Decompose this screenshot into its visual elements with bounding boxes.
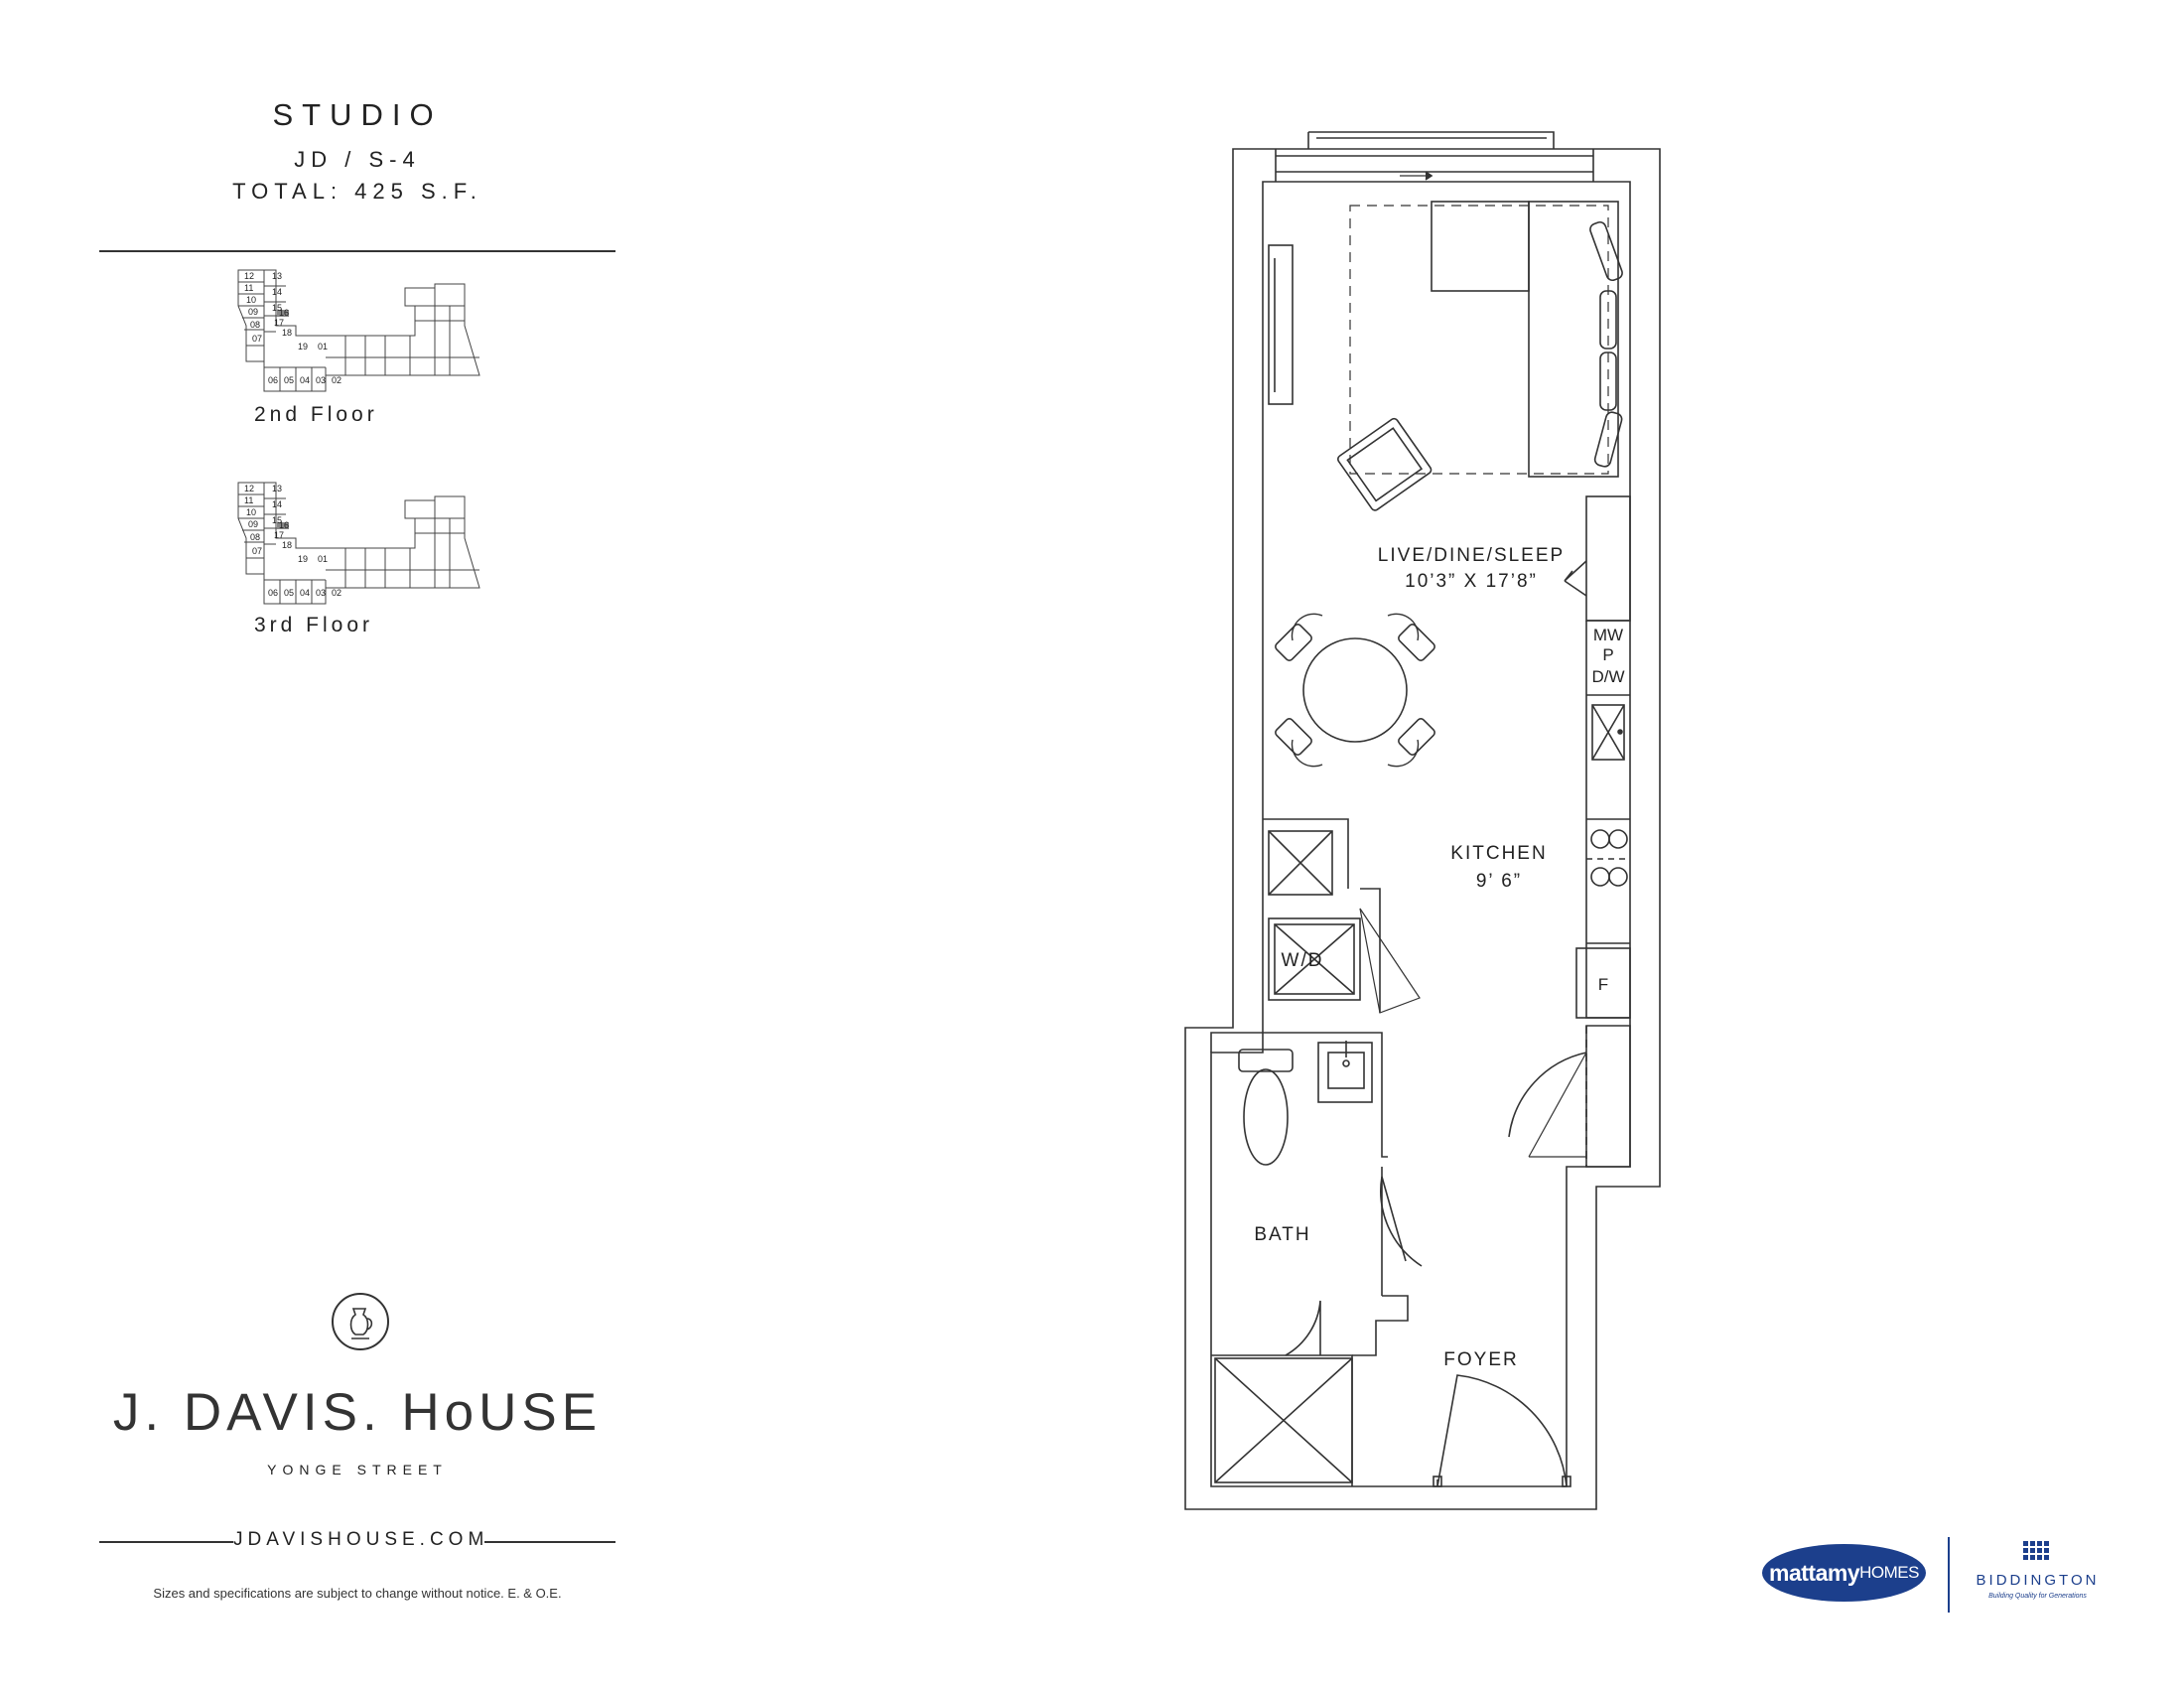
key-unit-label: 19 [298, 554, 308, 564]
key-unit-label: 07 [252, 334, 262, 344]
balcony-door [1307, 131, 1555, 149]
unit-type: STUDIO [272, 97, 443, 132]
cooktop [1590, 829, 1628, 887]
key-unit-label: 18 [282, 328, 292, 338]
mattamy-logo-text: mattamy [1769, 1559, 1860, 1586]
key-unit-label: 06 [268, 375, 278, 385]
room-label-kitchen: KITCHEN [1450, 843, 1547, 864]
room-dim-kitchen: 9’ 6” [1476, 871, 1522, 892]
key-unit-label: 05 [284, 375, 294, 385]
key-unit-label: 09 [248, 307, 258, 317]
toilet [1243, 1068, 1289, 1166]
key-unit-label: 05 [284, 588, 294, 598]
key-unit-label: 16 [279, 520, 289, 530]
key-unit-label: 09 [248, 519, 258, 529]
tv-unit [1268, 244, 1294, 405]
room-dim-live: 10’3” X 17’8” [1405, 571, 1538, 592]
key-unit-label: 04 [300, 588, 310, 598]
key-unit-label: 13 [272, 484, 282, 493]
key-unit-label: 11 [244, 283, 253, 293]
key-unit-label: 08 [250, 320, 260, 330]
key-unit-label: 16 [279, 308, 289, 318]
jug-emblem-icon [332, 1293, 389, 1350]
label-fridge: F [1598, 975, 1608, 994]
brand-tagline: YONGE STREET [267, 1462, 448, 1477]
entry-door [1436, 1374, 1568, 1487]
key-unit-label: 08 [250, 532, 260, 542]
room-label-live: LIVE/DINE/SLEEP [1378, 545, 1565, 566]
disclaimer-text: Sizes and specifications are subject to … [153, 1586, 562, 1601]
key-unit-label: 03 [316, 588, 326, 598]
key-unit-label: 01 [318, 554, 328, 564]
area-rug [1349, 205, 1609, 475]
key-unit-label: 07 [252, 546, 262, 556]
key-unit-label: 12 [244, 484, 254, 493]
footer-rule-right [484, 1541, 615, 1543]
key-unit-label: 10 [246, 507, 256, 517]
key-plan-2nd-floor: 12 13 11 14 10 15 09 16 08 17 07 18 19 0… [237, 269, 480, 392]
sofa [1528, 201, 1619, 478]
key-unit-label: 01 [318, 342, 328, 352]
key-unit-label: 15 [272, 303, 282, 313]
brand-name: J. DAVIS. HoUSE [112, 1383, 603, 1442]
label-mw: MW [1593, 626, 1623, 644]
shower [1214, 1357, 1353, 1483]
key-unit-label: 14 [272, 499, 282, 509]
room-label-bath: BATH [1254, 1224, 1310, 1245]
key-unit-label: 02 [332, 588, 341, 598]
bath-wall [1210, 1032, 1388, 1296]
key-unit-label: 04 [300, 375, 310, 385]
key-plan-label: 3rd Floor [254, 614, 374, 636]
unit-total: TOTAL: 425 S.F. [232, 179, 482, 204]
key-unit-label: 03 [316, 375, 326, 385]
floor-plan: LIVE/DINE/SLEEP 10’3” X 17’8” KITCHEN 9’… [1184, 131, 1661, 1510]
unit-code: JD / S-4 [294, 147, 421, 172]
foyer-closet [1585, 1025, 1631, 1168]
desk [1585, 495, 1631, 622]
key-unit-label: 19 [298, 342, 308, 352]
footer-rule-left [99, 1541, 233, 1543]
key-unit-label: 12 [244, 271, 254, 281]
key-unit-label: 10 [246, 295, 256, 305]
armchair [1337, 417, 1433, 511]
storage-wall [1263, 818, 1349, 889]
label-wd: W/D [1282, 950, 1324, 971]
biddington-tagline: Building Quality for Generations [1988, 1593, 2087, 1600]
key-unit-label: 13 [272, 271, 282, 281]
biddington-logo-text: BIDDINGTON [1976, 1572, 2100, 1589]
key-plan-3rd-floor: 12 13 11 14 10 15 09 16 08 17 07 18 19 0… [237, 482, 480, 605]
key-plan-label: 2nd Floor [254, 403, 378, 426]
header-divider [99, 250, 615, 252]
mattamy-logo-sub: HOMES [1859, 1563, 1919, 1582]
biddington-grid-icon [2023, 1541, 2049, 1560]
key-unit-label: 14 [272, 287, 282, 297]
outer-wall [1184, 148, 1661, 1510]
key-unit-label: 18 [282, 540, 292, 550]
key-unit-label: 15 [272, 515, 282, 525]
label-p: P [1602, 645, 1613, 664]
fridge [1575, 947, 1631, 1019]
room-label-foyer: FOYER [1443, 1349, 1518, 1370]
label-dw: D/W [1591, 667, 1624, 686]
washer-dryer [1268, 917, 1361, 1001]
logo-divider [1948, 1537, 1950, 1613]
dining-table [1302, 637, 1408, 743]
website-link[interactable]: JDAVISHOUSE.COM [233, 1529, 489, 1550]
key-unit-label: 17 [274, 530, 284, 540]
key-unit-label: 17 [274, 318, 284, 328]
key-unit-label: 11 [244, 495, 253, 505]
key-unit-label: 02 [332, 375, 341, 385]
sliding-door [1275, 149, 1594, 182]
key-unit-label: 06 [268, 588, 278, 598]
sink [1591, 704, 1625, 761]
vanity [1317, 1042, 1373, 1103]
